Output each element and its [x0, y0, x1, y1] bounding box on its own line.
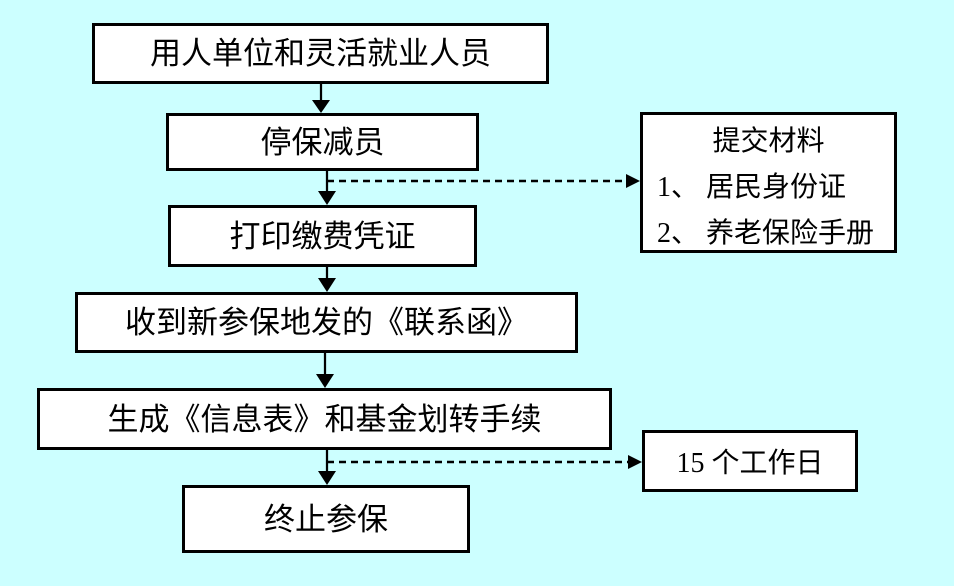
- down-arrow-5: [318, 450, 336, 485]
- flow-node-receive-letter: 收到新参保地发的《联系函》: [75, 292, 578, 353]
- materials-item: 1、 居民身份证: [657, 172, 847, 203]
- side-note-duration: 15 个工作日: [642, 430, 858, 492]
- down-arrow-3: [318, 267, 336, 292]
- flow-node-employer: 用人单位和灵活就业人员: [92, 23, 549, 84]
- dashed-arrow-2: [327, 455, 642, 469]
- flow-node-print-voucher: 打印缴费凭证: [168, 205, 477, 267]
- materials-title: 提交材料: [712, 126, 825, 157]
- flow-node-terminate: 终止参保: [182, 485, 470, 553]
- down-arrow-1: [312, 84, 330, 113]
- down-arrow-4: [316, 353, 334, 388]
- down-arrow-2: [318, 171, 336, 205]
- side-note-materials: 提交材料 1、 居民身份证 2、 养老保险手册: [640, 112, 897, 253]
- flow-node-stop-insurance: 停保减员: [166, 113, 479, 171]
- flow-node-generate-form: 生成《信息表》和基金划转手续: [37, 388, 612, 450]
- materials-item: 2、 养老保险手册: [657, 218, 875, 249]
- dashed-arrow-1: [327, 174, 640, 188]
